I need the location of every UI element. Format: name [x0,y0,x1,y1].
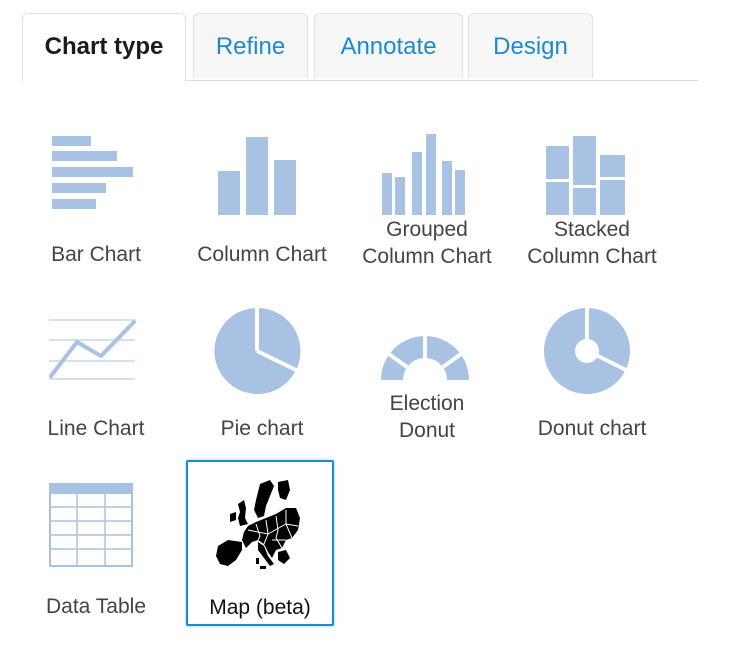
column-chart-icon [218,137,296,215]
chart-type-label: Stacked Column Chart [527,218,657,268]
tab-design[interactable]: Design [468,13,593,78]
chart-type-pie-chart[interactable]: Pie chart [188,286,336,452]
chart-type-stacked-column-chart[interactable]: Stacked Column Chart [518,112,666,278]
chart-type-map[interactable]: Map (beta) [186,460,334,626]
data-table-icon [49,483,133,567]
line-chart-icon [49,319,136,380]
bar-chart-icon [52,136,133,209]
chart-type-label: Donut chart [537,417,647,440]
chart-type-label: Map (beta) [209,596,311,619]
chart-type-label: Line Chart [47,417,145,440]
tab-refine[interactable]: Refine [193,13,308,78]
chart-type-line-chart[interactable]: Line Chart [22,286,170,452]
grouped-column-chart-icon [382,134,465,215]
stacked-column-chart-icon [546,136,625,215]
chart-type-label: Pie chart [220,417,304,440]
chart-type-label: Grouped Column Chart [362,218,492,268]
chart-type-data-table[interactable]: Data Table [22,461,170,627]
chart-type-grouped-column-chart[interactable]: Grouped Column Chart [353,112,501,278]
tab-chart-type[interactable]: Chart type [22,13,186,81]
chart-type-election-donut[interactable]: Election Donut [353,286,501,452]
chart-type-bar-chart[interactable]: Bar Chart [22,112,170,278]
tab-annotate[interactable]: Annotate [314,13,463,78]
tab-bar: Chart type Refine Annotate Design [22,13,698,81]
election-donut-icon [381,336,469,380]
pie-chart-icon [214,307,301,394]
donut-chart-icon [543,308,630,394]
chart-type-column-chart[interactable]: Column Chart [188,112,336,278]
chart-type-label: Column Chart [197,243,327,266]
chart-type-label: Bar Chart [51,243,141,266]
europe-map-icon [216,480,300,569]
chart-type-label: Election Donut [389,392,465,442]
chart-type-donut-chart[interactable]: Donut chart [518,286,666,452]
chart-type-label: Data Table [45,595,147,618]
